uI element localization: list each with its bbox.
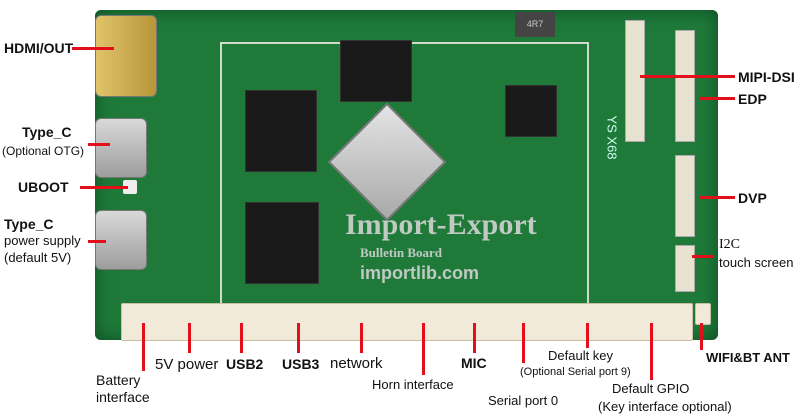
pointer-line	[297, 323, 300, 353]
pointer-line	[142, 323, 145, 371]
watermark-subtitle: Bulletin Board	[360, 245, 442, 260]
label-mipi-dsi: MIPI-DSI	[738, 69, 795, 85]
pointer-line	[700, 196, 735, 199]
bottom-connector-row	[121, 303, 693, 341]
label-type-c-otg-note: (Optional OTG)	[2, 144, 85, 158]
dvp-connector	[675, 155, 695, 237]
board-model-text: YS X68	[604, 115, 620, 160]
pointer-line	[72, 47, 114, 50]
pointer-line	[88, 143, 110, 146]
pointer-line	[700, 97, 735, 100]
label-power-supply: power supply	[4, 233, 81, 248]
uboot-button	[123, 180, 137, 194]
hdmi-port	[95, 15, 157, 97]
ethernet-chip	[505, 85, 557, 137]
pointer-line	[88, 240, 106, 243]
label-default-5v: (default 5V)	[4, 250, 72, 265]
pmic-chip	[340, 40, 412, 102]
inductor: 4R7	[515, 12, 555, 37]
pointer-line	[422, 323, 425, 375]
watermark-url: importlib.com	[360, 263, 480, 283]
label-i2c: I2C	[719, 237, 740, 252]
circuit-board: 4R7 YS X68	[95, 10, 718, 341]
watermark-logo: Import-Export	[345, 208, 537, 241]
mipi-dsi-connector	[625, 20, 645, 142]
label-wifi-bt-ant: WIFI&BT ANT	[706, 350, 790, 365]
pointer-line	[188, 323, 191, 353]
emmc-chip	[245, 202, 319, 284]
i2c-connector	[675, 245, 695, 292]
label-edp: EDP	[738, 91, 767, 107]
label-type-c-power: Type_C	[4, 216, 54, 232]
label-type-c-otg: Type_C	[22, 124, 72, 140]
pointer-line	[586, 323, 589, 348]
label-hdmi: HDMI/OUT	[4, 40, 74, 56]
pointer-line	[640, 75, 735, 78]
pointer-line	[692, 255, 714, 258]
label-default-key: Default key	[548, 348, 614, 363]
label-5v-power: 5V power	[155, 356, 219, 373]
label-default-key-note: (Optional Serial port 9)	[520, 366, 631, 378]
label-default-gpio: Default GPIO	[612, 381, 690, 396]
label-touch-screen: touch screen	[719, 255, 794, 270]
pointer-line	[240, 323, 243, 353]
label-battery: Battery	[96, 372, 141, 388]
pointer-line	[80, 186, 128, 189]
label-battery-interface: interface	[96, 389, 150, 405]
pointer-line	[700, 323, 703, 350]
pointer-line	[360, 323, 363, 353]
label-uboot: UBOOT	[18, 179, 69, 195]
label-mic: MIC	[461, 355, 487, 371]
antenna-connector	[695, 303, 711, 325]
label-usb2: USB2	[226, 356, 264, 372]
ram-chip	[245, 90, 317, 172]
label-serial-port-0: Serial port 0	[488, 393, 559, 408]
label-usb3: USB3	[282, 356, 320, 372]
pointer-line	[522, 323, 525, 363]
label-gpio-note: (Key interface optional)	[598, 399, 732, 414]
edp-connector	[675, 30, 695, 142]
label-network: network	[330, 355, 383, 372]
label-horn-interface: Horn interface	[372, 377, 454, 392]
label-dvp: DVP	[738, 190, 767, 206]
pointer-line	[650, 323, 653, 380]
type-c-otg-port	[95, 118, 147, 178]
pointer-line	[473, 323, 476, 353]
